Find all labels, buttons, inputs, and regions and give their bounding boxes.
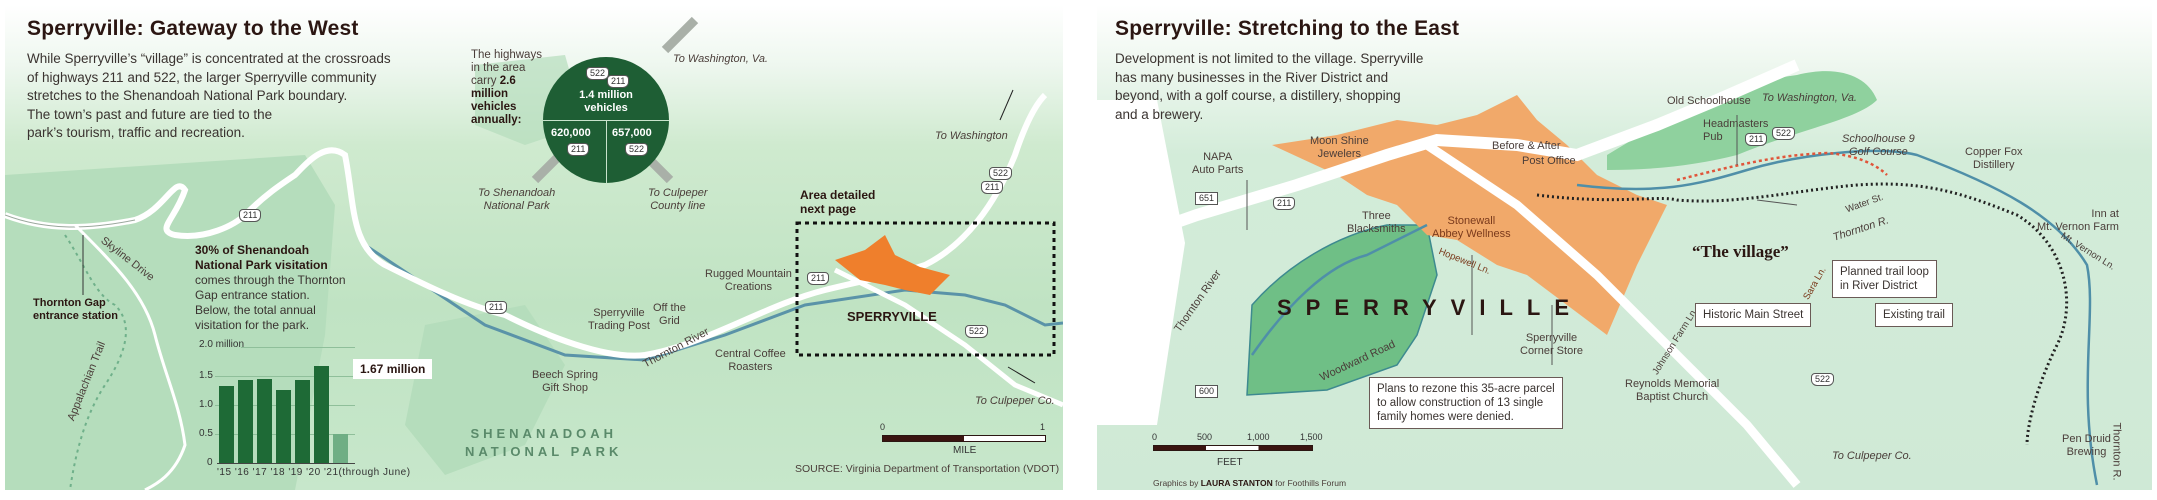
graphics-credit: Graphics by LAURA STANTON for Foothills … — [1153, 478, 1347, 488]
mile-scale-bar — [882, 435, 1046, 442]
appalachian-trail — [64, 234, 127, 490]
route-211-shield: 211 — [807, 272, 830, 285]
golf-course-area — [1607, 71, 1877, 170]
route-211-shield: 211 — [607, 75, 630, 88]
traffic-522-value: 657,000 — [612, 127, 652, 139]
to-washington-label: To Washington, Va. — [1762, 92, 1857, 104]
source-note: SOURCE: Virginia Department of Transport… — [795, 463, 1060, 475]
before-after-label: Before & After — [1492, 140, 1561, 152]
route-651-marker: 651 — [1195, 192, 1219, 205]
route-522-shield: 522 — [1772, 127, 1796, 140]
thornton-river — [1250, 149, 2099, 486]
bar-2018 — [276, 390, 291, 463]
east-map-panel: Sperryville: Stretching to the East Deve… — [1097, 5, 2152, 490]
west-title: Sperryville: Gateway to the West — [27, 17, 359, 40]
visitation-text: 30% of Shenandoah National Park visitati… — [195, 243, 346, 332]
route-522-shield: 522 — [965, 325, 989, 338]
west-intro: While Sperryville’s “village” is concent… — [27, 51, 391, 140]
bar-2021-partial — [333, 434, 348, 463]
sperryville-village-area — [835, 235, 950, 295]
route-522-shield: 522 — [586, 67, 610, 80]
bar-2020 — [314, 366, 329, 463]
park-area — [405, 305, 565, 475]
post-office-label: Post Office — [1522, 155, 1576, 167]
rezone-parcel — [1246, 224, 1438, 396]
to-washington-label: To Washington — [935, 130, 1008, 142]
chart-callout: 1.67 million — [353, 359, 433, 379]
route-211-shield: 211 — [1745, 133, 1768, 146]
bar-2017 — [257, 379, 272, 463]
skyline-drive — [73, 223, 187, 490]
bar-2015 — [219, 386, 234, 463]
bar-2016 — [238, 380, 253, 463]
east-intro: Development is not limited to the villag… — [1115, 51, 1424, 122]
chart-x-labels: '15 '16 '17 '18 '19 '20 '21(through June… — [217, 467, 411, 478]
route-522-shield: 522 — [1811, 373, 1835, 386]
route-211-shield: 211 — [567, 143, 590, 156]
thornton-r-south-label: Thornton R. — [2110, 422, 2123, 481]
thornton-river — [364, 243, 1063, 362]
to-culpeper-label: To Culpeper Co. — [1832, 450, 1912, 462]
planned-trail — [1676, 151, 1888, 182]
route-211-shield: 211 — [485, 301, 508, 314]
feet-scale-bar — [1153, 445, 1313, 451]
visitation-bar-chart: 2.0 million 1.5 1.0 0.5 0 '15 '16 '17 '1… — [199, 339, 411, 478]
bar-2019 — [295, 380, 310, 463]
route-522 — [1424, 141, 1801, 488]
existing-trail — [1536, 182, 2069, 446]
the-village-label: “The village” — [1692, 242, 1789, 261]
route-211-shield: 211 — [981, 181, 1004, 194]
route-600-marker: 600 — [1195, 385, 1219, 398]
chevron-arrow — [1097, 100, 1185, 425]
east-map-graphic — [1097, 59, 2099, 488]
sperryville-title: SPERRYVILLE — [1277, 295, 1583, 320]
sperryville-label: SPERRYVILLE — [847, 309, 937, 324]
to-washington-va-label: To Washington, Va. — [673, 53, 768, 65]
route-522-shield: 522 — [625, 143, 649, 156]
historic-main-street-callout: Historic Main Street — [1695, 303, 1812, 327]
west-map-panel: Sperryville: Gateway to the West While S… — [5, 5, 1063, 490]
east-title: Sperryville: Stretching to the East — [1115, 17, 1460, 40]
west-map-graphic — [5, 16, 1063, 490]
route-522-shield: 522 — [989, 167, 1013, 180]
traffic-211-value: 620,000 — [551, 127, 591, 139]
route-522 — [833, 267, 1063, 408]
area-detailed-box — [795, 221, 1056, 357]
existing-trail-callout: Existing trail — [1875, 303, 1953, 327]
to-culpeper-label: To Culpeper Co. — [975, 395, 1055, 407]
route-211-shield: 211 — [1273, 197, 1296, 210]
route-211-shield: 211 — [239, 209, 262, 222]
old-schoolhouse-label: Old Schoolhouse — [1667, 95, 1751, 107]
